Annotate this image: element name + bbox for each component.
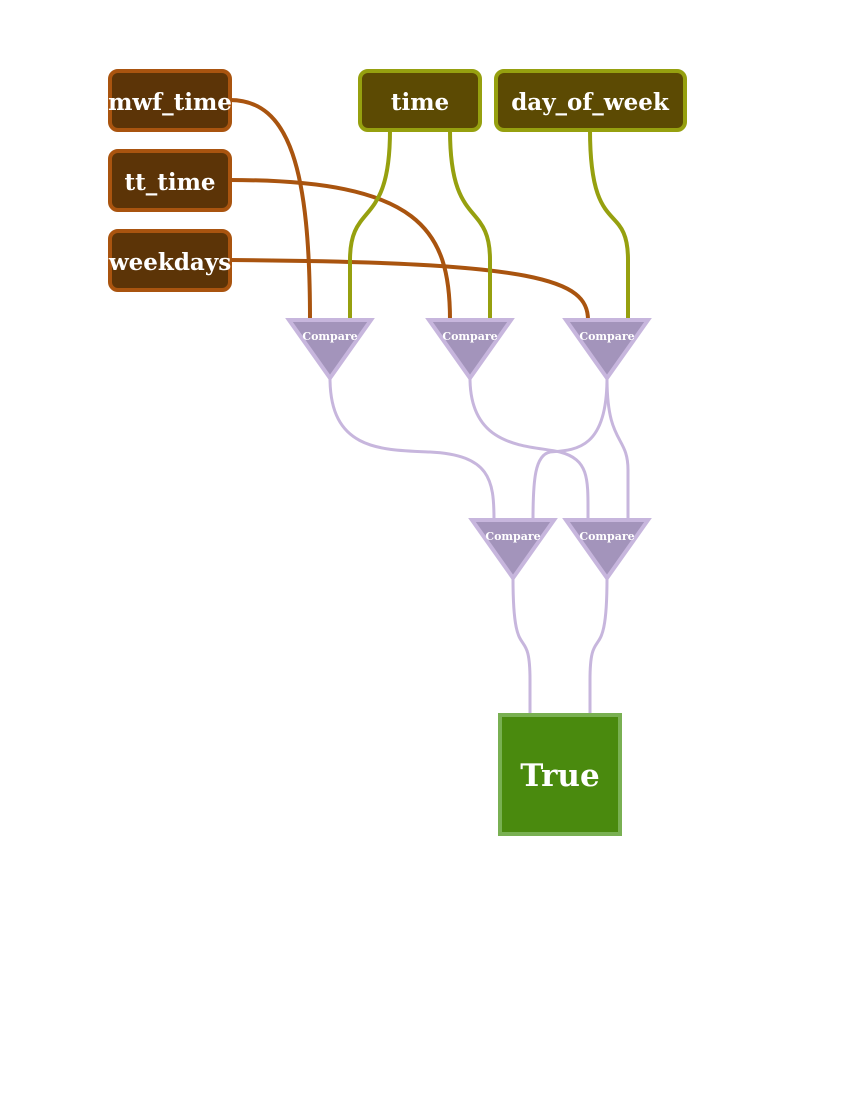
input-node-time: time xyxy=(358,69,482,132)
input-label-day-of-week: day_of_week xyxy=(511,89,670,116)
input-node-tt-time: tt_time xyxy=(108,149,232,212)
input-label-weekdays: weekdays xyxy=(108,249,231,276)
wire-compare-1-to-compare-4 xyxy=(328,377,496,521)
compare-gate-4: Compare xyxy=(468,518,558,582)
output-node-true: True xyxy=(498,713,622,836)
wire-weekdays-to-compare-3 xyxy=(229,258,590,321)
compare-gate-1-label: Compare xyxy=(302,330,357,343)
wire-time-to-compare-2 xyxy=(448,129,492,320)
wire-compare-4-to-output xyxy=(511,577,532,715)
compare-gate-4-label: Compare xyxy=(485,530,540,543)
output-label: True xyxy=(520,758,599,794)
wire-compare-5-to-output xyxy=(588,577,609,715)
input-wires xyxy=(229,98,630,321)
compare-gate-2-label: Compare xyxy=(442,330,497,343)
input-label-mwf-time: mwf_time xyxy=(108,89,232,116)
compare-gate-5: Compare xyxy=(562,518,652,582)
input-node-day-of-week: day_of_week xyxy=(494,69,687,132)
wire-day-of-week-to-compare-3 xyxy=(588,129,630,320)
input-node-mwf-time: mwf_time xyxy=(108,69,232,132)
input-node-weekdays: weekdays xyxy=(108,229,232,292)
compare-gate-3-label: Compare xyxy=(579,330,634,343)
wire-tt-time-to-compare-2 xyxy=(229,178,452,321)
wire-compare-3-to-compare-5 xyxy=(605,377,630,520)
wire-mwf-time-to-compare-1 xyxy=(229,98,312,321)
compare-gate-3: Compare xyxy=(562,318,652,382)
wire-compare-2-to-compare-5 xyxy=(468,377,590,521)
compare-gate-1: Compare xyxy=(285,318,375,382)
gate-wires xyxy=(328,377,630,715)
compare-gate-2: Compare xyxy=(425,318,515,382)
compare-gate-5-label: Compare xyxy=(579,530,634,543)
input-label-tt-time: tt_time xyxy=(124,169,215,196)
wire-time-to-compare-1 xyxy=(348,129,392,320)
input-label-time: time xyxy=(391,89,449,116)
